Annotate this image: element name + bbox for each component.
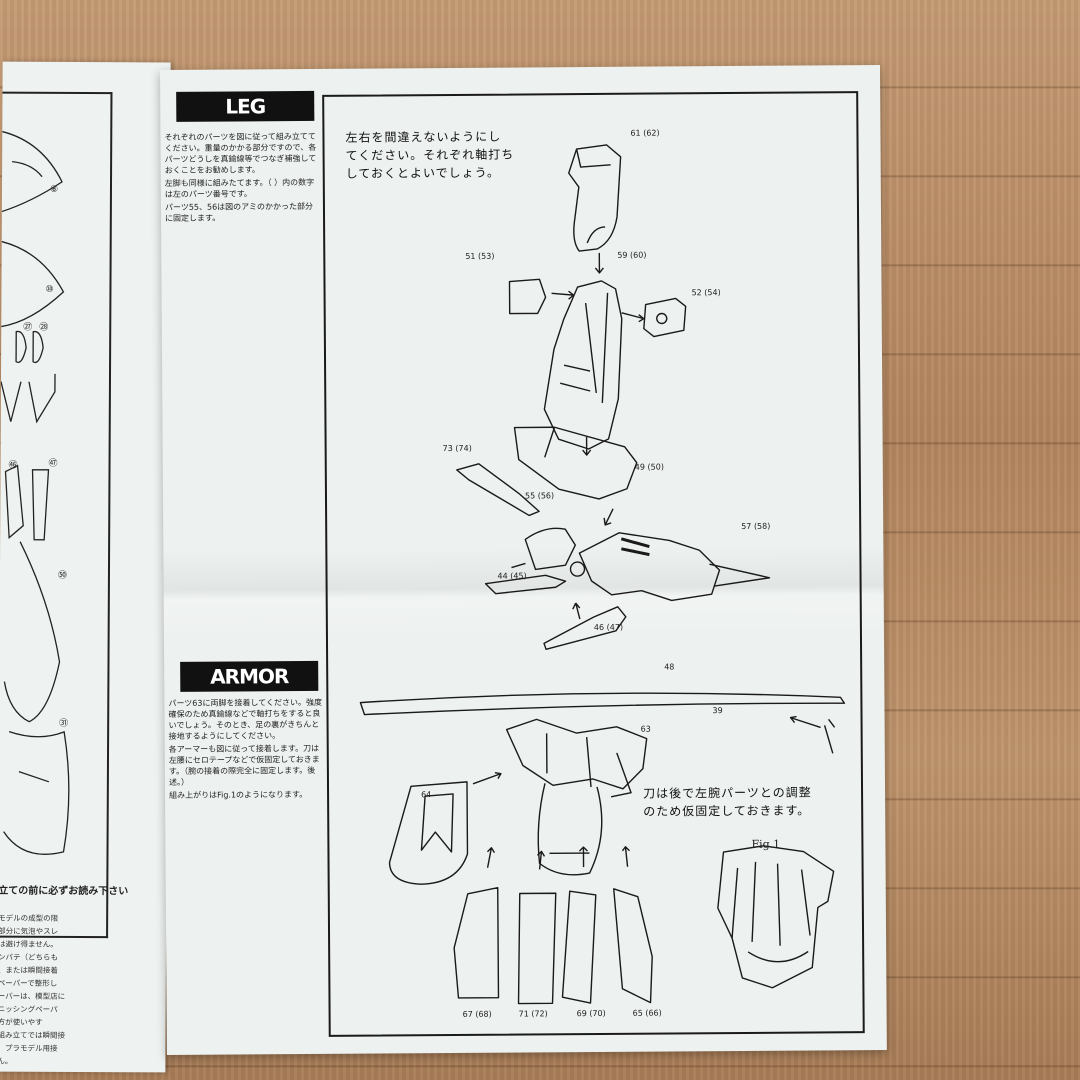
part-label-49-50: 49 (50) [634,462,664,472]
part-label-48: 48 [664,662,675,672]
left-part-50: ㊿ [58,570,67,581]
read-before-assembly-notice: 立ての前に必ずお読み下さい [0,885,129,898]
part-label-46-47: 46 (47) [593,622,624,632]
leg-note-line: 左右を間違えないようにし [345,129,502,145]
part-label-65-66: 65 (66) [632,1008,662,1018]
left-note-line: ーパーは、模型店に [0,991,66,1001]
leg-diagram-note: 左右を間違えないようにし てください。それぞれ軸打ち しておくとよいでしょう。 [345,128,514,183]
part-label-52-54: 52 (54) [691,288,721,298]
part-label-64: 64 [421,790,432,800]
left-note-line: 、プラモデル用接 [0,1043,58,1053]
left-part-10: ⑩ [45,285,53,295]
leg-note-line: てください。それぞれ軸打ち [345,147,515,163]
left-note-line: ンパテ（どちらも [0,952,58,962]
armor-note-line: のため仮固定しておきます。 [643,803,811,819]
left-note-line: ん。 [0,1056,13,1066]
armor-instructions: パーツ63に両脚を接着してください。強度確保のため真鍮線などで軸打ちをすると良い… [168,697,323,803]
left-note-line: 方が使いやす [0,1017,43,1027]
left-part-27: ㉗ [23,322,32,333]
left-note-line: モデルの成型の限 [0,913,59,923]
part-label-63: 63 [640,724,651,734]
left-note-line: は避け得ません。 [0,939,58,949]
left-part-47: ㊼ [49,458,58,469]
part-label-73-74: 73 (74) [442,443,472,454]
part-label-39: 39 [712,706,723,716]
left-part-28: ㉘ [39,322,48,333]
armor-diagram-note: 刀は後で左腕パーツとの調整 のため仮固定しておきます。 [643,783,812,820]
part-label-67-68: 67 (68) [462,1009,492,1019]
left-part-31: ㉛ [59,718,68,729]
leg-instruction-3: パーツ55、56は図のアミのかかった部分に固定します。 [164,201,314,223]
part-label-51-53: 51 (53) [465,251,495,261]
part-label-55-56: 55 (56) [524,491,555,501]
leg-instruction-1: それぞれのパーツを図に従って組み立ててください。重量のかかる部分ですので、各パー… [164,131,317,175]
left-page: ⑧ ⑩ ㉗ ㉘ ㊻ ㊼ ㊿ ㉛ 立ての前に必ずお読み下さい モデルの成型の限 部… [0,61,171,1073]
left-note-line: ニッシングペーパ [0,1004,58,1014]
assembly-diagram [359,144,846,1005]
armor-section-title: ARMOR [180,660,319,692]
armor-instruction-3: 組み上がりはFig.1のようになります。 [169,789,308,800]
left-part-46: ㊻ [9,460,18,471]
left-note-line: ペーパーで整形し [0,978,58,988]
leg-instruction-2: 左脚も同様に組みたてます。（ ）内の数字は左のパーツ番号です。 [164,177,315,199]
left-note-line: 部分に気泡やスレ [0,926,59,936]
figure-1-label: Fig.1 [751,837,781,851]
part-label-57-58: 57 (58) [741,521,771,531]
armor-note-line: 刀は後で左腕パーツとの調整 [643,785,812,801]
armor-instruction-2: 各アーマーも図に従って接着します。刀は左腰にセロテープなどで仮固定しておきます。… [168,743,320,787]
left-page-notes: モデルの成型の限 部分に気泡やスレ は避け得ません。 ンパテ（どちらも 、または… [0,912,78,1068]
part-label-59-60: 59 (60) [617,250,647,260]
left-note-line: 、または瞬間接着 [0,965,58,975]
left-note-line: 組み立てでは瞬間接 [0,1030,66,1040]
part-label-44-45: 44 (45) [497,571,527,581]
part-label-69-70: 69 (70) [576,1008,606,1019]
left-page-parts-drawing: ⑧ ⑩ ㉗ ㉘ ㊻ ㊼ ㊿ ㉛ [0,130,70,855]
armor-instruction-1: パーツ63に両脚を接着してください。強度確保のため真鍮線などで軸打ちをすると良い… [168,697,322,741]
leg-instructions: それぞれのパーツを図に従って組み立ててください。重量のかかる部分ですので、各パー… [164,131,319,226]
instruction-page: LEG それぞれのパーツを図に従って組み立ててください。重量のかかる部分ですので… [160,64,887,1055]
left-part-8: ⑧ [50,185,58,195]
leg-note-line: しておくとよいでしょう。 [345,165,500,181]
leg-section-title: LEG [176,90,315,122]
part-label-61-62: 61 (62) [630,128,660,138]
part-label-71-72: 71 (72) [518,1009,548,1019]
